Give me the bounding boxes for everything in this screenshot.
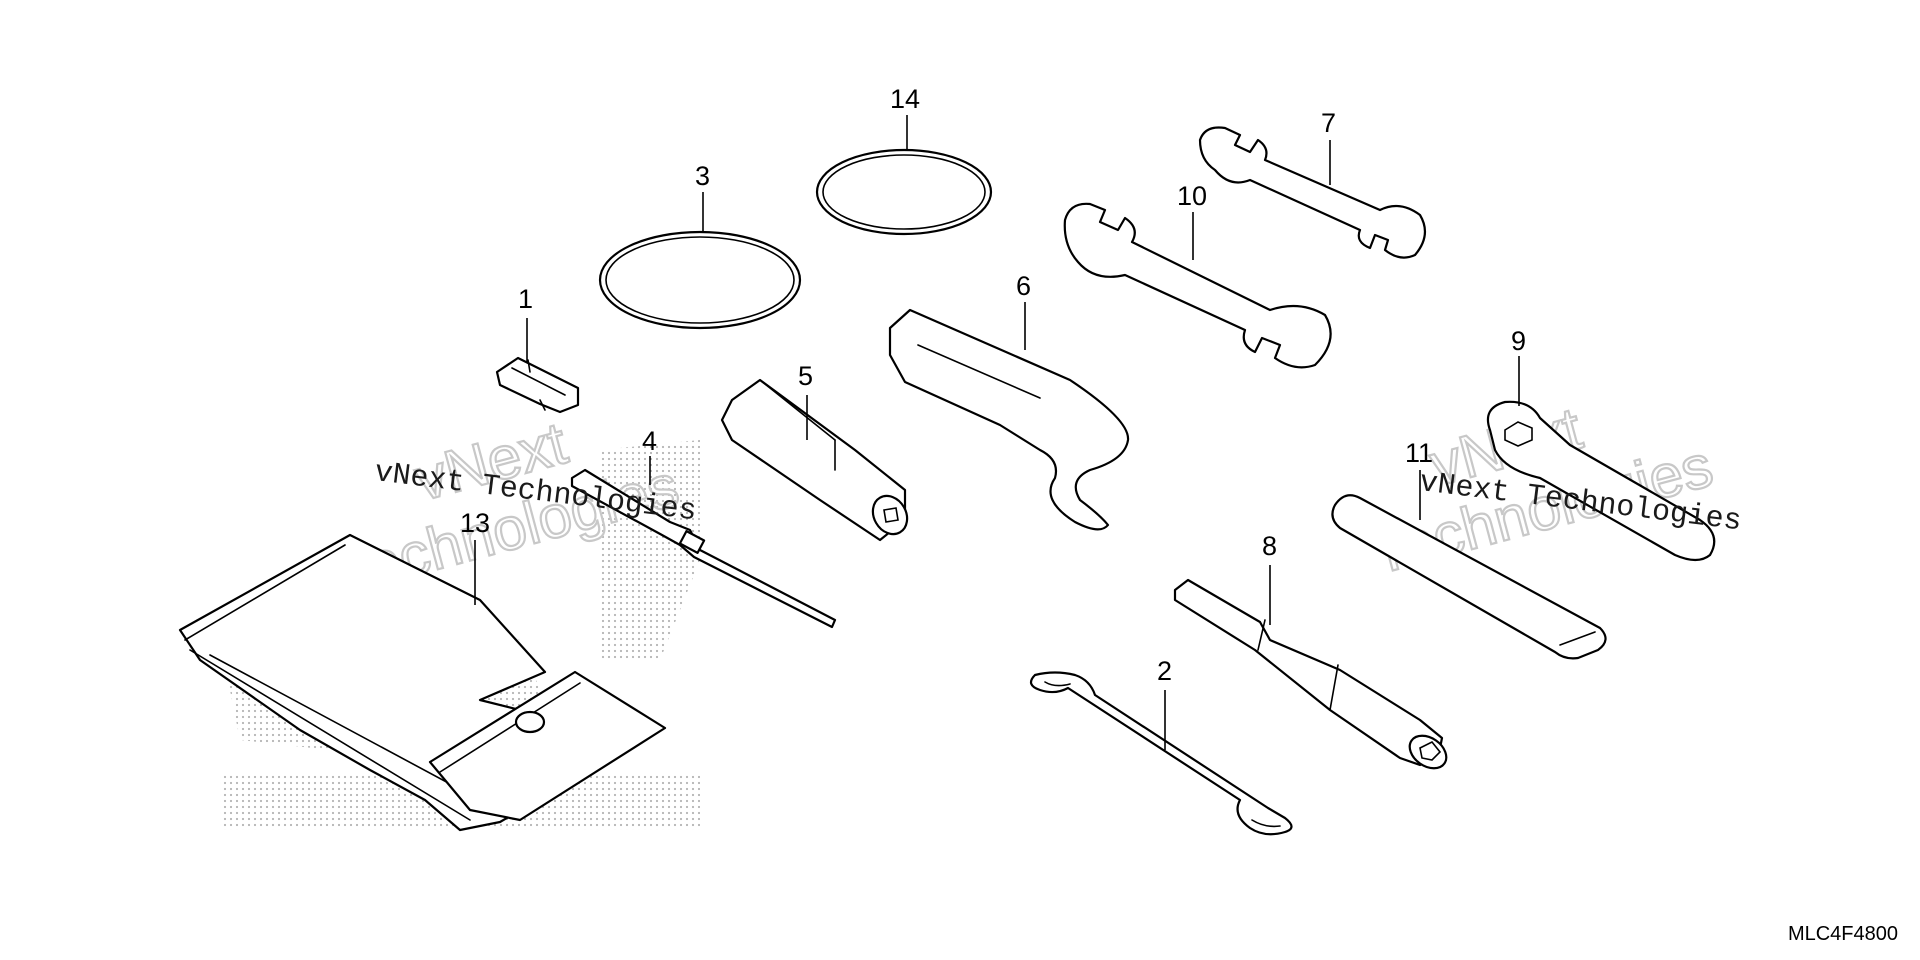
part-8-spark-plug-wrench	[1173, 578, 1448, 770]
diagram-code: MLC4F4800	[1787, 923, 1898, 945]
part-9-box-wrench	[1486, 400, 1716, 562]
part-14-o-ring-inner	[822, 154, 986, 230]
part-1-clip	[495, 356, 580, 414]
callout-4: 4	[642, 426, 657, 456]
callout-9: 9	[1511, 326, 1526, 356]
callout-labels: 1 2 3 4 5 6 7 8 9 10 11 13 14	[460, 84, 1526, 686]
callout-6: 6	[1016, 271, 1031, 301]
callout-11: 11	[1405, 438, 1433, 468]
callout-13: 13	[460, 508, 490, 538]
callout-5: 5	[798, 361, 813, 391]
part-3-o-ring	[598, 230, 802, 330]
part-5-screwdriver-handle	[720, 378, 909, 542]
callout-1: 1	[518, 284, 533, 314]
leader-lines	[474, 115, 1520, 750]
part-7-open-wrench	[1198, 126, 1427, 259]
part-4-screwdriver-bit	[570, 468, 837, 629]
part-14-o-ring	[815, 148, 993, 236]
callout-8: 8	[1262, 531, 1277, 561]
part-13-tool-bag	[178, 533, 667, 832]
callout-2: 2	[1157, 656, 1172, 686]
part-3-o-ring-inner	[605, 236, 795, 324]
part-11-flat-bar	[1331, 494, 1607, 660]
part-6-pin-spanner	[888, 308, 1130, 531]
callout-7: 7	[1321, 108, 1336, 138]
callout-3: 3	[695, 161, 710, 191]
callout-14: 14	[890, 84, 920, 114]
part-2-cable	[1029, 671, 1293, 836]
callout-10: 10	[1177, 181, 1207, 211]
part-10-open-wrench	[1063, 202, 1332, 369]
